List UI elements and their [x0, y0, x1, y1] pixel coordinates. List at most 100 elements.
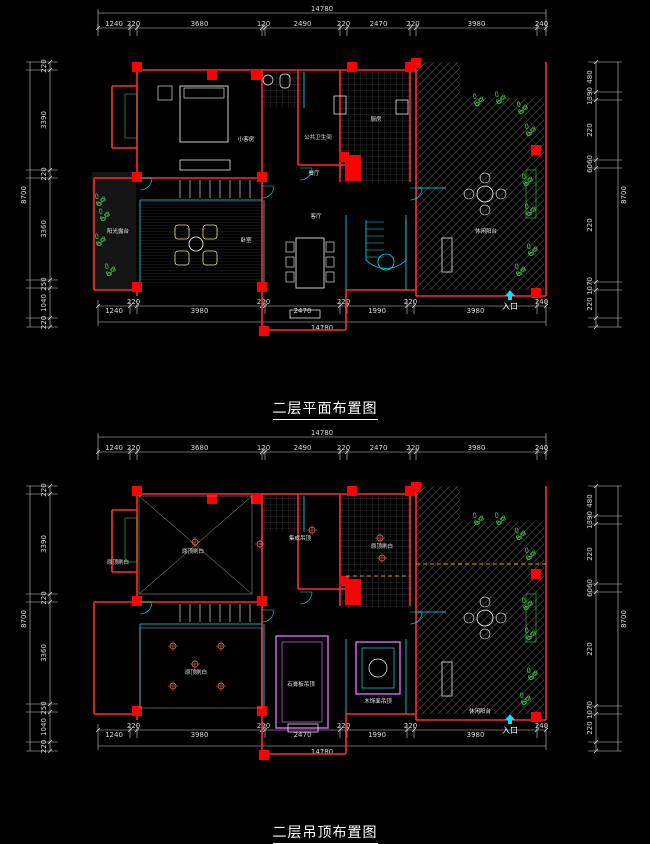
entry-arrow-icon [505, 290, 515, 296]
room-label: 公共卫生间 [304, 133, 332, 141]
bottom-dim-label: 240 [535, 722, 548, 730]
plant-leaf [516, 272, 523, 276]
plant-leaf [525, 547, 529, 553]
plant-leaf [518, 110, 525, 114]
structural-column [531, 712, 541, 722]
lounge-chair [174, 250, 190, 266]
structural-column [132, 62, 142, 72]
top-dim-label: 240 [535, 20, 548, 28]
bottom-total-dim: 14780 [311, 748, 333, 756]
plant-leaf [495, 512, 499, 518]
bottom-dim-label: 220 [404, 722, 417, 730]
left-dim-label: 3360 [40, 644, 48, 662]
ceiling-panel [139, 627, 263, 709]
top-dim-label: 3980 [468, 20, 486, 28]
left-dim-label: 220 [40, 483, 48, 496]
study-floor [140, 200, 264, 284]
plant-leaf [517, 101, 521, 107]
structural-column [207, 494, 217, 504]
structural-column [405, 486, 415, 496]
left-dim-label: 3390 [40, 535, 48, 553]
dining-chair [325, 256, 335, 268]
plant-leaf [496, 100, 503, 104]
room-label: 小客房 [238, 135, 255, 143]
planter [124, 93, 138, 139]
right-dim-label: 6060 [586, 155, 594, 173]
terrace-chair [463, 188, 475, 200]
structural-column [257, 172, 267, 182]
door-swing [139, 177, 153, 191]
dining-table [295, 237, 325, 289]
plant-leaf [495, 91, 499, 97]
door-swing [299, 167, 313, 181]
structural-column [207, 70, 217, 80]
plant-leaf [474, 521, 481, 525]
terrace-table [476, 609, 494, 627]
structural-column [132, 486, 142, 496]
structural-column [339, 576, 349, 586]
plant-leaf [95, 193, 99, 199]
plant-leaf [478, 96, 483, 102]
dining-chair [285, 256, 295, 268]
room-label: 集成吊顶 [289, 534, 312, 542]
right-dim-label: 6060 [586, 579, 594, 597]
door-swing [261, 185, 275, 199]
top-dim-label: 220 [337, 20, 350, 28]
top-dim-label: 120 [257, 444, 270, 452]
left-dim-label: 220 [40, 740, 48, 753]
room-label: 原顶刷白 [371, 542, 393, 550]
gypsum-frame [275, 635, 329, 729]
right-dim-label: 1070 [586, 277, 594, 295]
left-dim-label: 3390 [40, 111, 48, 129]
plant-leaf [516, 536, 523, 540]
room-label: 原顶刷白 [182, 547, 204, 555]
structural-column [339, 152, 349, 162]
plant-leaf [99, 208, 103, 214]
room-label: 石膏板吊顶 [287, 680, 315, 688]
plant-leaf [522, 597, 526, 603]
chair [157, 85, 173, 101]
bottom-dim-label: 1990 [368, 307, 386, 315]
lounge-chair [202, 250, 218, 266]
plant-leaf [100, 217, 107, 221]
bottom-dim-label: 220 [337, 298, 350, 306]
room-label: 卧室 [240, 236, 252, 244]
structural-column [405, 62, 415, 72]
plant-leaf [96, 202, 103, 206]
top-dim-label: 3980 [468, 444, 486, 452]
plan-title-ceiling: 二层吊顶布置图 [0, 822, 650, 844]
plant-leaf [96, 242, 103, 246]
plant-leaf [473, 512, 477, 518]
right-dim-label: 1390 [586, 87, 594, 105]
plant-leaf [525, 627, 529, 633]
top-dim-label: 120 [257, 20, 270, 28]
terrace-chair [479, 628, 491, 640]
structural-column [411, 58, 421, 68]
plant-leaf [515, 263, 519, 269]
plant-leaf [530, 206, 535, 212]
structural-column [347, 62, 357, 72]
right-dim-label: 480 [586, 494, 594, 507]
plant-leaf [515, 527, 519, 533]
structural-column [132, 282, 142, 292]
stove [395, 99, 409, 115]
plant-leaf [527, 243, 531, 249]
room-label: 阳光露台 [107, 227, 130, 235]
structural-column [531, 145, 541, 155]
plant-leaf [526, 636, 533, 640]
terrace-chair [479, 172, 491, 184]
plant-leaf [530, 550, 535, 556]
structural-column [411, 482, 421, 492]
bottom-dim-label: 1240 [105, 731, 123, 739]
bottom-dim-label: 220 [127, 722, 140, 730]
dining-chair [325, 271, 335, 283]
top-dim-label: 1240 [105, 20, 123, 28]
plant-leaf [522, 104, 527, 110]
right-dim-label: 220 [586, 297, 594, 310]
door-swing [261, 609, 275, 623]
right-total-dim: 8700 [620, 610, 628, 628]
plant-leaf [532, 670, 537, 676]
wardrobe [179, 159, 231, 171]
